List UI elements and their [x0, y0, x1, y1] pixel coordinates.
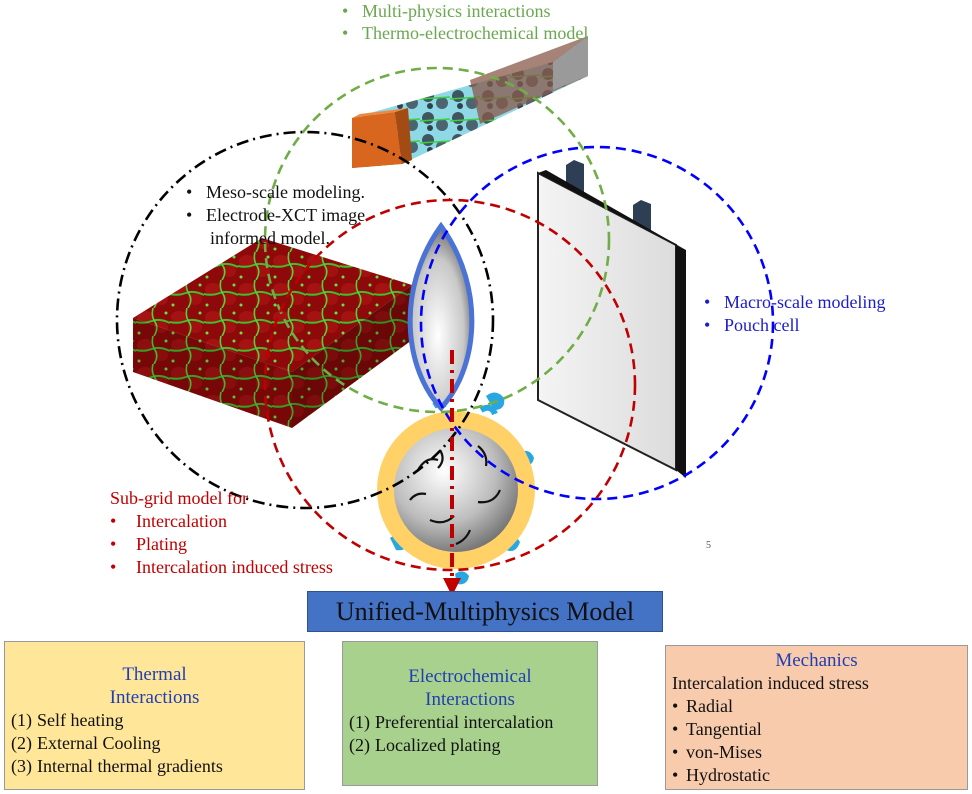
bullet-dot: •: [672, 696, 679, 716]
meso-scale-block-illustration: [133, 238, 412, 428]
unified-model-title: Unified-Multiphysics Model: [335, 596, 635, 626]
bullet-dot: •: [186, 205, 193, 225]
item-text: External Cooling: [37, 733, 161, 753]
electrode-block-illustration: [352, 36, 588, 168]
electrochemical-title-2: Interactions: [425, 689, 515, 710]
label-text: Multi-physics interactions: [362, 1, 551, 21]
item-number: (1): [11, 710, 32, 730]
meso-label-2: • Electrode-XCT image: [186, 204, 365, 227]
thermal-item-3: (3)Internal thermal gradients: [5, 755, 304, 778]
electrochemical-item-1: (1)Preferential intercalation: [343, 711, 597, 734]
electrochemical-interactions-box: Electrochemical Interactions (1)Preferen…: [342, 641, 598, 786]
thermal-item-2: (2)External Cooling: [5, 732, 304, 755]
electrochemical-title-1: Electrochemical: [408, 666, 532, 687]
particle-illustration: [377, 392, 535, 585]
label-text: Intercalation: [136, 511, 227, 531]
mechanics-item-3: • von-Mises: [666, 741, 967, 764]
subgrid-title: Sub-grid model for: [110, 487, 248, 510]
mechanics-subtitle: Intercalation induced stress: [672, 673, 869, 693]
label-text: Thermo-electrochemical model: [362, 23, 589, 43]
item-text: von-Mises: [686, 742, 762, 762]
item-number: (3): [11, 756, 32, 776]
mechanics-item-2: • Tangential: [666, 718, 967, 741]
item-text: Preferential intercalation: [375, 712, 554, 732]
thermal-title-2: Interactions: [109, 687, 200, 708]
bullet-dot: •: [342, 1, 349, 21]
multiphysics-label-1: • Multi-physics interactions: [342, 0, 550, 23]
mechanics-box: Mechanics Intercalation induced stress •…: [665, 645, 968, 790]
slide-number: 5: [706, 540, 711, 551]
item-text: Radial: [686, 696, 733, 716]
bullet-dot: •: [342, 23, 349, 43]
item-text: Self heating: [37, 710, 124, 730]
pouch-cell-illustration: [537, 160, 686, 478]
multiphysics-label-2: • Thermo-electrochemical model: [342, 22, 588, 45]
item-text: Localized plating: [375, 735, 501, 755]
meso-label-1: • Meso-scale modeling.: [186, 181, 365, 204]
bullet-dot: •: [110, 557, 117, 577]
bullet-dot: •: [672, 719, 679, 739]
center-arrow: [443, 350, 461, 596]
lens-illustration: [407, 221, 475, 412]
multiphysics-circle: [263, 66, 611, 414]
thermal-item-1: (1)Self heating: [5, 709, 304, 732]
label-text: informed model.: [210, 228, 330, 248]
item-text: Internal thermal gradients: [37, 756, 223, 776]
thermal-title-1: Thermal: [122, 664, 187, 685]
bullet-dot: •: [672, 765, 679, 785]
subgrid-circle: [263, 198, 637, 572]
label-text: Sub-grid model for: [110, 488, 248, 508]
mechanics-title: Mechanics: [775, 650, 858, 671]
item-number: (2): [11, 733, 32, 753]
item-number: (1): [349, 712, 370, 732]
item-number: (2): [349, 735, 370, 755]
label-text: Meso-scale modeling.: [206, 182, 365, 202]
subgrid-item-3: • Intercalation induced stress: [110, 556, 333, 579]
bullet-dot: •: [110, 511, 117, 531]
meso-scale-circle: [115, 130, 495, 510]
label-text: Plating: [136, 534, 188, 554]
electrochemical-item-2: (2)Localized plating: [343, 734, 597, 757]
macro-label-2: • Pouch cell: [704, 314, 799, 337]
meso-label-3: informed model.: [210, 227, 330, 250]
bullet-dot: •: [704, 315, 711, 335]
unified-model-banner: Unified-Multiphysics Model: [307, 591, 663, 632]
bullet-dot: •: [110, 534, 117, 554]
label-text: Pouch cell: [724, 315, 800, 335]
subgrid-item-1: • Intercalation: [110, 510, 227, 533]
bullet-dot: •: [672, 742, 679, 762]
item-text: Tangential: [686, 719, 762, 739]
thermal-interactions-box: Thermal Interactions (1)Self heating (2)…: [4, 641, 305, 790]
bullet-dot: •: [704, 292, 711, 312]
macro-label-1: • Macro-scale modeling: [704, 291, 885, 314]
item-text: Hydrostatic: [686, 765, 770, 785]
label-text: Macro-scale modeling: [724, 292, 886, 312]
subgrid-item-2: • Plating: [110, 533, 187, 556]
mechanics-item-1: • Radial: [666, 695, 967, 718]
label-text: Intercalation induced stress: [136, 557, 333, 577]
mechanics-item-4: • Hydrostatic: [666, 764, 967, 787]
label-text: Electrode-XCT image: [206, 205, 366, 225]
bullet-dot: •: [186, 182, 193, 202]
